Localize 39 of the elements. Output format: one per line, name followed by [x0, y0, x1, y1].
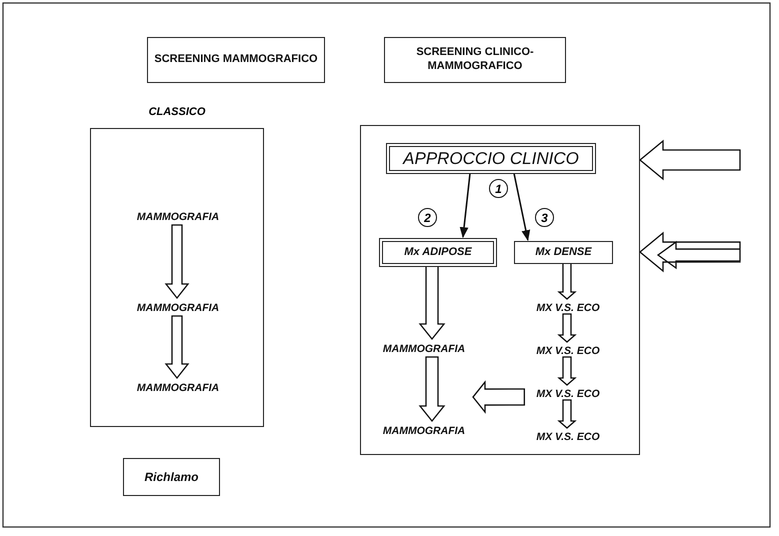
flow-label: MAMMOGRAFIA: [111, 208, 245, 226]
step-number: 2: [418, 208, 437, 227]
arrow: [638, 140, 741, 180]
box-label: SCREENING CLINICO-MAMMOGRAFICO: [415, 46, 535, 74]
arrow: [164, 315, 190, 380]
flow-label: MAMMOGRAFIA: [111, 299, 245, 317]
arrow: [418, 265, 446, 340]
process-box: [123, 458, 220, 496]
flow-label: MAMMOGRAFIA: [374, 340, 474, 358]
arrow: [472, 380, 526, 414]
flow-label: MX V.S. ECO: [527, 300, 609, 315]
flow-label: MX V.S. ECO: [527, 343, 609, 358]
box-label: Richlamo: [144, 470, 198, 484]
step-number: 1: [489, 179, 508, 198]
process-box: [384, 37, 566, 83]
arrow: [557, 399, 577, 429]
arrow: [460, 172, 471, 238]
panel-heading: CLASSICO: [148, 106, 206, 118]
flow-label: MX V.S. ECO: [527, 386, 609, 401]
arrow: [638, 232, 741, 272]
flow-label: MAMMOGRAFIA: [111, 379, 245, 397]
arrow: [557, 262, 577, 300]
process-box: [379, 238, 497, 267]
flow-label: MX V.S. ECO: [527, 429, 609, 444]
arrow: [513, 172, 530, 242]
flow-label: MAMMOGRAFIA: [374, 422, 474, 440]
box-label: APPROCCIO CLINICO: [403, 148, 579, 170]
step-number: 3: [535, 208, 554, 227]
panel-frame: [360, 125, 640, 455]
arrow: [418, 356, 446, 422]
box-label: Mx ADIPOSE: [404, 246, 472, 260]
arrow: [164, 224, 190, 300]
arrow: [557, 313, 577, 343]
process-box: [514, 241, 613, 264]
box-label: Mx DENSE: [535, 246, 592, 260]
box-label: SCREENING MAMMOGRAFICO: [154, 53, 318, 67]
arrow: [557, 356, 577, 386]
process-box: [147, 37, 325, 83]
process-box: [386, 143, 596, 174]
